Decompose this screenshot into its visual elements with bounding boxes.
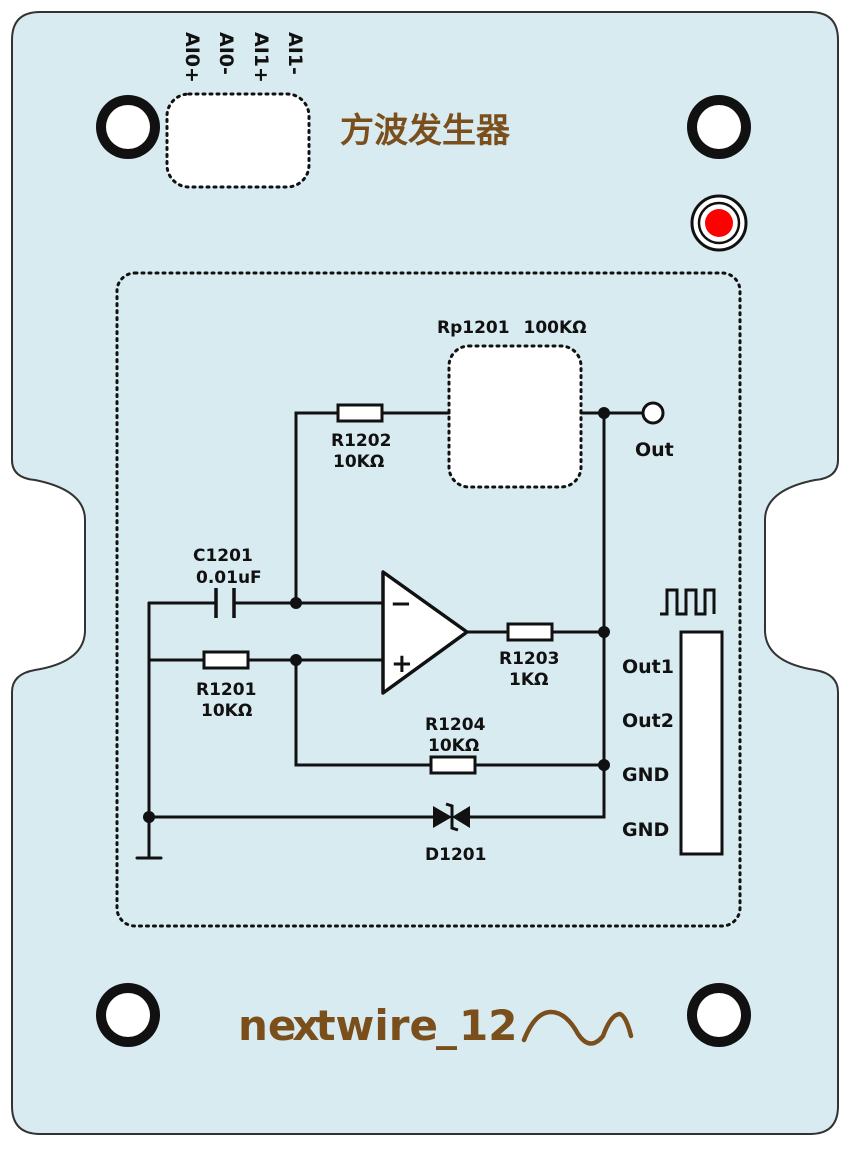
r1203-resistor (506, 622, 554, 642)
right-pin-label: GND (622, 819, 669, 841)
opamp-minus: − (390, 589, 412, 619)
out-label: Out (635, 439, 674, 461)
schematic-area (115, 271, 742, 928)
top-pin-label: AI0- (215, 32, 237, 75)
schematic-wires (135, 411, 645, 860)
top-connector-footprint (165, 92, 311, 189)
r1202-resistor (336, 403, 384, 423)
board-outline (11, 11, 839, 1135)
r1204-value: 10KΩ (428, 736, 479, 756)
r1202-name: R1202 (331, 431, 391, 451)
brand-logo: nextwire_12 (238, 1001, 517, 1050)
c1201-name: C1201 (193, 546, 253, 566)
sine-wave-icon (521, 1009, 634, 1046)
r1204-resistor (429, 755, 477, 775)
top-pin-label: AI1- (284, 32, 306, 75)
r1201-value: 10KΩ (201, 701, 252, 721)
mounting-hole-top-left (96, 95, 160, 159)
right-pin-label: Out2 (622, 710, 674, 732)
r1203-name: R1203 (499, 649, 559, 669)
opamp-plus: + (391, 649, 413, 679)
d1201-name: D1201 (425, 845, 486, 865)
junction-dots (143, 407, 610, 823)
mounting-hole-top-right (687, 95, 751, 159)
r1203-value: 1KΩ (509, 670, 548, 690)
right-connector (679, 630, 724, 856)
d1201-diode (433, 802, 470, 832)
top-pin-label: AI1+ (250, 32, 272, 83)
mounting-hole-bottom-left (96, 983, 160, 1047)
r1201-name: R1201 (196, 680, 256, 700)
board-title: 方波发生器 (340, 111, 511, 151)
r1204-name: R1204 (425, 715, 486, 735)
c1201-capacitor (214, 588, 236, 618)
c1201-value: 0.01uF (196, 568, 262, 588)
led-indicator (690, 194, 748, 252)
opamp-symbol (381, 570, 469, 695)
mounting-hole-bottom-right (687, 983, 751, 1047)
square-wave-icon (660, 588, 716, 616)
right-pin-label: Out1 (622, 656, 674, 678)
rp1201-label: Rp1201 100KΩ (437, 318, 587, 338)
out-terminal (641, 401, 665, 425)
rp1201-footprint (447, 344, 583, 489)
right-pin-label: GND (622, 764, 669, 786)
r1201-resistor (202, 650, 250, 670)
r1202-value: 10KΩ (333, 452, 384, 472)
top-pin-label: AI0+ (181, 32, 203, 83)
